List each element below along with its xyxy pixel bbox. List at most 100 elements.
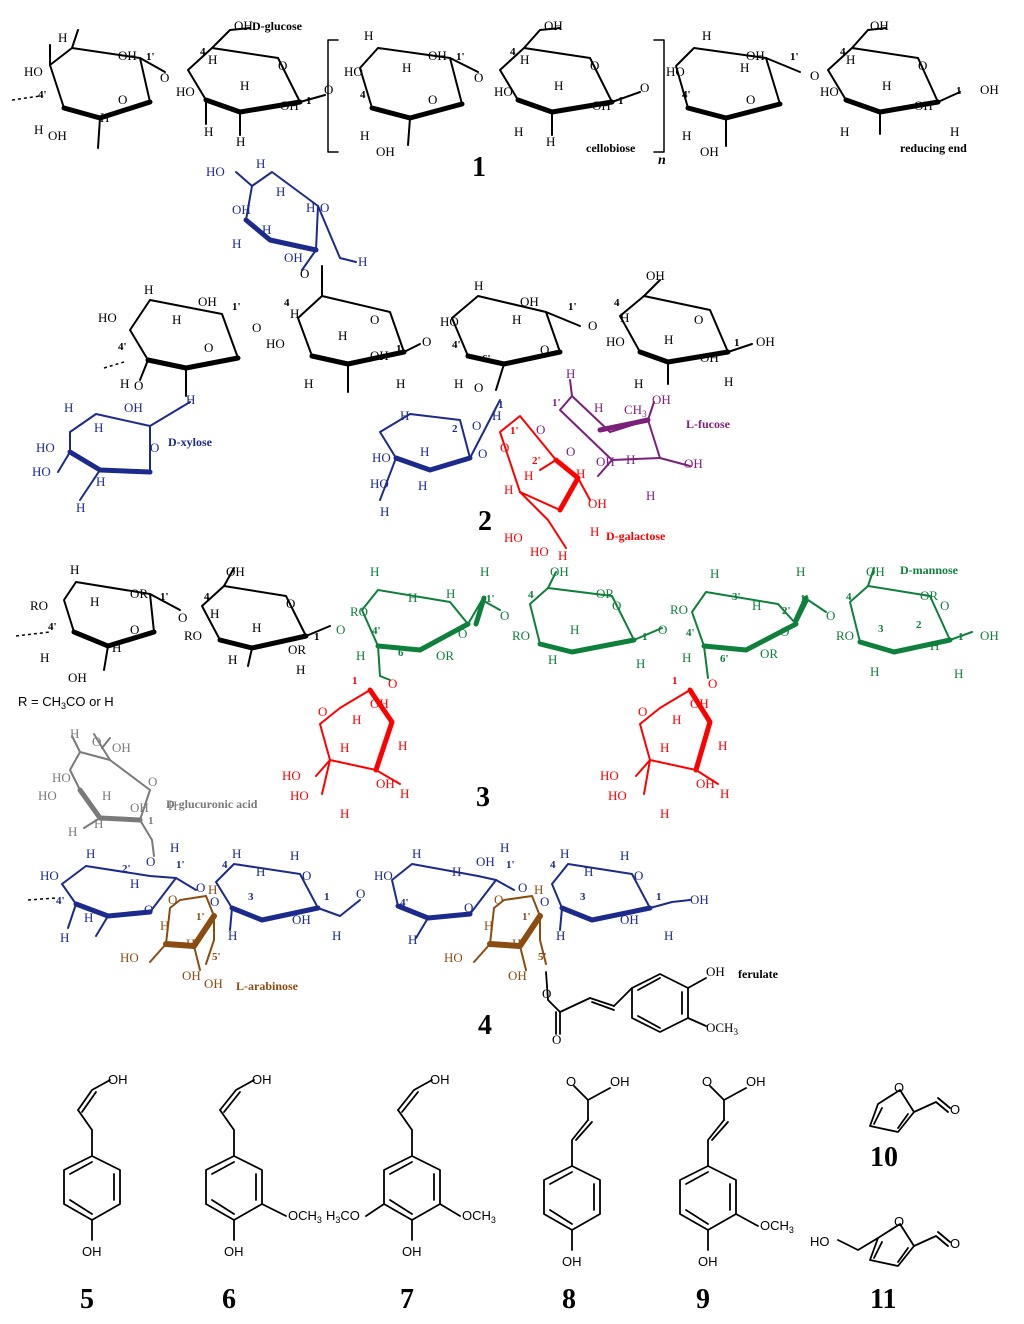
position-label: 1 xyxy=(306,95,312,107)
atom-label: OH xyxy=(696,776,715,791)
position-label: 4' xyxy=(686,627,695,639)
atom-label: O xyxy=(746,92,755,107)
position-label: 1 xyxy=(314,631,320,643)
compound-9-oh: OH xyxy=(746,1074,766,1089)
atom-label: HO xyxy=(608,788,627,803)
atom-label: O xyxy=(542,986,551,1001)
atom-label: H xyxy=(660,740,669,755)
atom-label: OH xyxy=(68,670,87,685)
atom-label: H xyxy=(590,524,599,539)
position-label: 1 xyxy=(324,891,330,903)
atom-label: H xyxy=(380,504,389,519)
label-reducing-end: reducing end xyxy=(900,141,967,155)
compound-10-ring-o: O xyxy=(894,1080,904,1095)
position-label: 1' xyxy=(232,301,241,313)
position-label: 1 xyxy=(672,675,678,687)
position-label: 1' xyxy=(522,911,531,923)
atom-label: O xyxy=(196,880,205,895)
small-compounds-row: OH OH 5 OH OCH3 OH 6 OH H3CO OCH3 OH 7 O… xyxy=(63,1072,960,1315)
atom-label: OH xyxy=(376,144,395,159)
position-label: 4' xyxy=(682,89,691,101)
atom-label: H xyxy=(96,474,105,489)
atom-label: H xyxy=(646,488,655,503)
position-label: 3 xyxy=(580,891,586,903)
atom-label: H xyxy=(682,650,691,665)
atom-label: RO xyxy=(836,628,854,643)
atom-label: H xyxy=(64,400,73,415)
atom-label: H xyxy=(402,60,411,75)
atom-label: O xyxy=(356,886,365,901)
position-label: 1 xyxy=(396,343,402,355)
atom-label: HO xyxy=(370,476,389,491)
position-label: 2' xyxy=(532,455,541,467)
atom-label: H xyxy=(566,366,575,381)
atom-label: OR xyxy=(760,646,778,661)
compound-number-5: 5 xyxy=(80,1284,94,1315)
compound-5-oh: OH xyxy=(82,1244,102,1259)
atom-label: H xyxy=(584,864,593,879)
compound-number-1: 1 xyxy=(472,152,486,183)
r-definition: R = CH3CO or H xyxy=(18,694,114,711)
position-label: 1' xyxy=(506,859,515,871)
atom-label: H xyxy=(484,918,493,933)
atom-label: O xyxy=(388,676,397,691)
atom-label: H xyxy=(240,78,249,93)
atom-label: H xyxy=(90,594,99,609)
compound-7-oh: OH xyxy=(430,1072,450,1087)
atom-label: RO xyxy=(350,604,368,619)
position-label: 1' xyxy=(790,51,799,63)
atom-label: OH xyxy=(690,892,709,907)
atom-label: OR xyxy=(920,588,938,603)
position-label: 1' xyxy=(800,593,809,605)
atom-label: O xyxy=(810,68,819,83)
compound-7-och3: OCH3 xyxy=(462,1208,496,1225)
position-label: 4 xyxy=(550,859,556,871)
atom-label: H xyxy=(636,656,645,671)
atom-label: OH xyxy=(182,968,201,983)
atom-label: O xyxy=(464,900,473,915)
atom-label: O xyxy=(144,902,153,917)
atom-label: OH xyxy=(292,912,311,927)
atom-label: O xyxy=(130,622,139,637)
atom-label: H xyxy=(420,444,429,459)
atom-label: H xyxy=(492,408,501,423)
position-label: 5' xyxy=(212,951,221,963)
compound-8-o: O xyxy=(566,1074,576,1089)
structure-1-cellulose: HO H OH O H OH H 4' 1' O HO 4 OH D-gluco… xyxy=(11,18,999,183)
atom-label: OH xyxy=(370,348,389,363)
atom-label: O xyxy=(168,892,177,907)
compound-9-och3: OCH3 xyxy=(760,1218,794,1235)
atom-label: OH xyxy=(756,334,775,349)
atom-label: O xyxy=(590,58,599,73)
atom-label: O xyxy=(146,854,155,869)
atom-label: OH xyxy=(746,48,765,63)
atom-label: H xyxy=(228,928,237,943)
atom-label: OH xyxy=(870,18,889,33)
structure-2-xyloglucan: HO H H H O OH H H OH H O HO H OH O H 4' … xyxy=(32,156,775,563)
atom-label: HO xyxy=(440,314,459,329)
position-label: 6' xyxy=(482,353,491,365)
atom-label: O xyxy=(638,704,647,719)
atom-label: HO xyxy=(282,768,301,783)
compound-number-8: 8 xyxy=(562,1284,576,1315)
atom-label: H xyxy=(76,500,85,515)
atom-label: O xyxy=(588,318,597,333)
atom-label: OH xyxy=(684,456,703,471)
atom-label: H xyxy=(400,786,409,801)
atom-label: H xyxy=(304,376,313,391)
atom-label: H xyxy=(170,840,179,855)
atom-label: O xyxy=(694,312,703,327)
atom-label: H xyxy=(418,478,427,493)
atom-label: HO xyxy=(606,334,625,349)
atom-label: HO xyxy=(372,450,391,465)
atom-label: H xyxy=(556,928,565,943)
ch3-label: CH3 xyxy=(624,402,647,419)
atom-label: H xyxy=(262,222,271,237)
position-label: 1 xyxy=(956,85,962,97)
atom-label: H xyxy=(112,640,121,655)
atom-label: H xyxy=(570,622,579,637)
repeat-n-label: n xyxy=(658,153,666,168)
atom-label: OH xyxy=(48,128,67,143)
atom-label: H xyxy=(340,740,349,755)
atom-label: RO xyxy=(30,598,48,613)
